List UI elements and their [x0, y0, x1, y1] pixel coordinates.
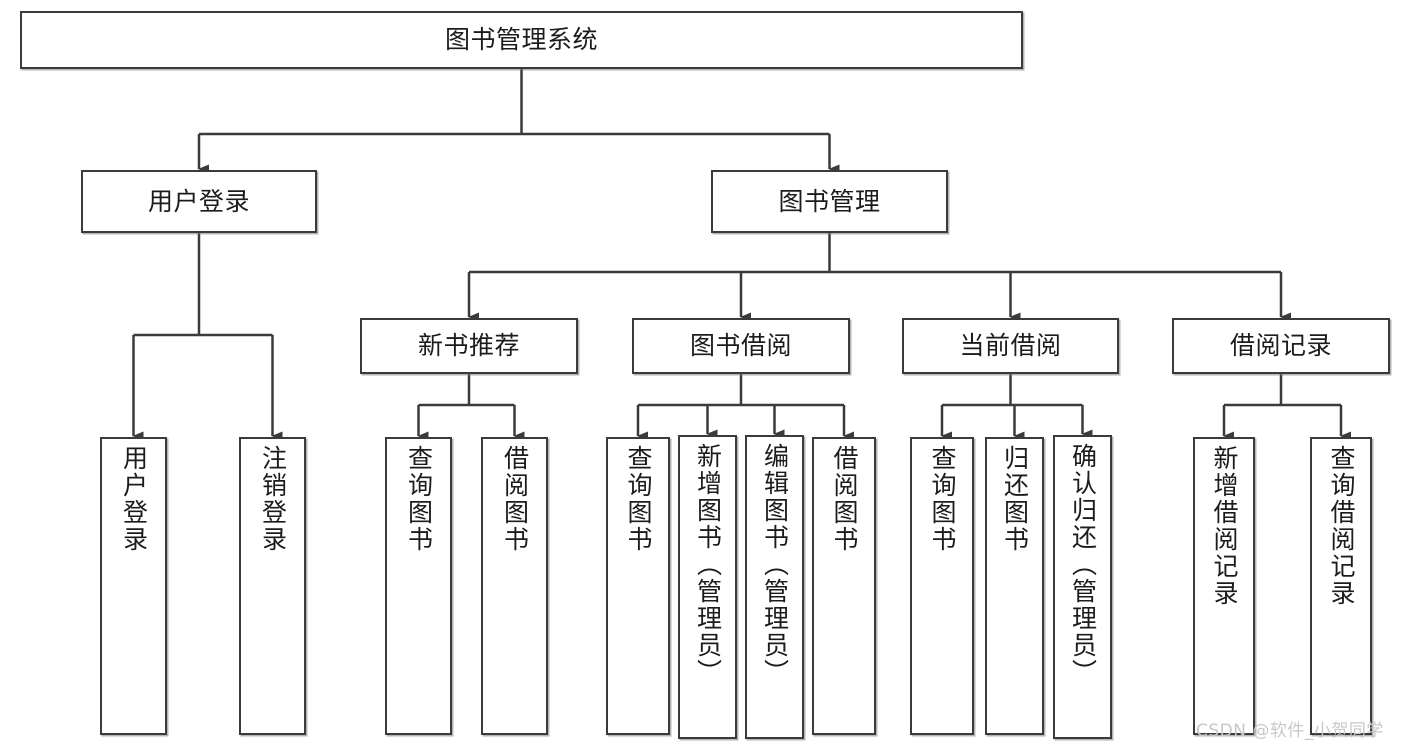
node-label: 查询图书: [928, 445, 957, 553]
node-label: 图书管理: [778, 186, 881, 216]
node-label: 借阅图书: [500, 445, 530, 553]
node-label: 新书推荐: [417, 331, 520, 361]
node-leaf-rec-2[interactable]: 查询借阅记录: [1310, 437, 1372, 735]
node-label: 图书管理系统: [444, 25, 598, 55]
node-leaf-rec-1[interactable]: 新增借阅记录: [1193, 437, 1255, 735]
node-label: 当前借阅: [959, 331, 1062, 361]
node-leaf-bor-2[interactable]: 新增图书（管理员）: [678, 435, 737, 739]
node-label: 借阅图书: [830, 445, 859, 553]
node-label: 确认归还（管理员）: [1068, 443, 1098, 686]
node-leaf-cur-1[interactable]: 查询图书: [910, 437, 974, 735]
node-label: 用户登录: [119, 445, 149, 553]
node-bookmgmt[interactable]: 图书管理: [711, 170, 948, 233]
node-leaf-new-2[interactable]: 借阅图书: [481, 437, 548, 735]
node-label: 新增借阅记录: [1210, 445, 1239, 607]
node-label: 借阅记录: [1229, 331, 1332, 361]
node-leaf-bor-4[interactable]: 借阅图书: [812, 437, 876, 735]
node-label: 查询借阅记录: [1327, 445, 1356, 607]
node-leaf-cur-2[interactable]: 归还图书: [985, 437, 1044, 735]
node-label: 查询图书: [404, 445, 434, 553]
node-label: 归还图书: [1000, 445, 1030, 553]
node-label: 用户登录: [147, 186, 250, 216]
node-label: 注销登录: [258, 445, 288, 553]
node-newbook[interactable]: 新书推荐: [360, 318, 578, 374]
node-label: 新增图书（管理员）: [693, 443, 723, 686]
node-leaf-bor-1[interactable]: 查询图书: [606, 437, 670, 735]
node-leaf-cur-3[interactable]: 确认归还（管理员）: [1053, 435, 1112, 739]
node-label: 图书借阅: [689, 331, 792, 361]
node-leaf-bor-3[interactable]: 编辑图书（管理员）: [745, 435, 804, 739]
node-login[interactable]: 用户登录: [81, 170, 317, 233]
node-leaf-login-2[interactable]: 注销登录: [239, 437, 306, 735]
node-root[interactable]: 图书管理系统: [20, 11, 1023, 69]
node-label: 编辑图书（管理员）: [760, 443, 790, 686]
node-borrow[interactable]: 图书借阅: [632, 318, 850, 374]
node-current[interactable]: 当前借阅: [902, 318, 1119, 374]
node-leaf-new-1[interactable]: 查询图书: [385, 437, 452, 735]
connector-lines: [132, 69, 1351, 441]
node-label: 查询图书: [624, 445, 653, 553]
node-leaf-login-1[interactable]: 用户登录: [100, 437, 167, 735]
node-records[interactable]: 借阅记录: [1172, 318, 1390, 374]
